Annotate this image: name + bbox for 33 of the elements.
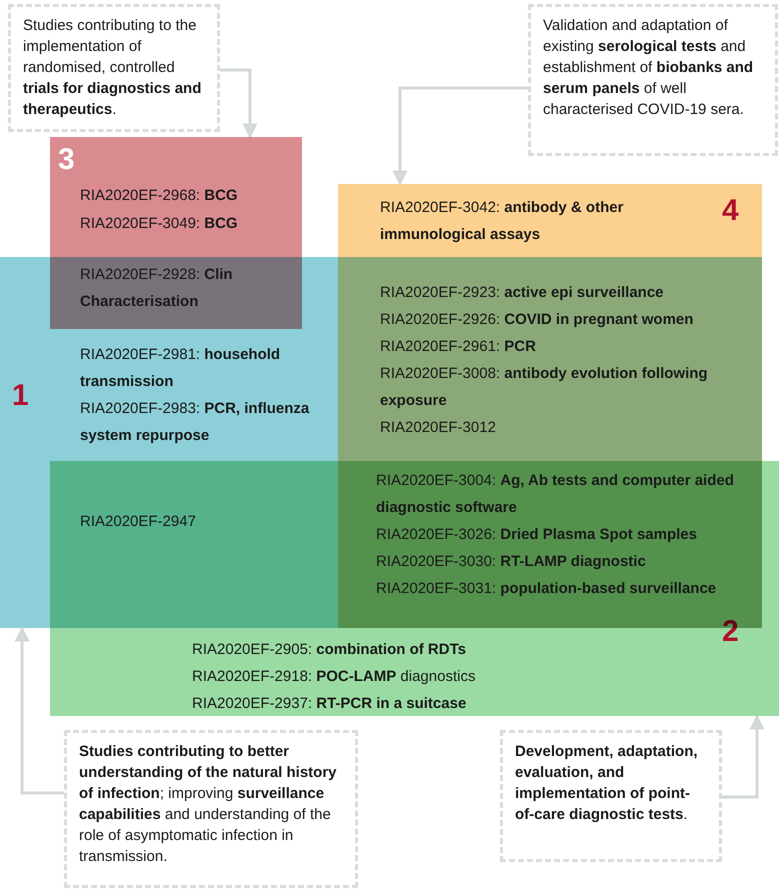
project-entry: RIA2020EF-2926: COVID in pregnant women [380,310,694,330]
project-entry: RIA2020EF-3026: Dried Plasma Spot samples [376,525,697,545]
project-entry: RIA2020EF-2983: PCR, influenza system repurpose [80,399,310,446]
project-entry: RIA2020EF-2981: household transmission [80,345,282,392]
project-entry: RIA2020EF-2918: POC-LAMP diagnostics [192,667,476,687]
project-entry: RIA2020EF-3008: antibody evolution following exposure [380,364,709,411]
project-entry: RIA2020EF-2928: Clin Characterisation [80,265,234,312]
project-entry: RIA2020EF-2961: PCR [380,337,536,357]
arrow [392,86,528,186]
project-entry: RIA2020EF-3004: Ag, Ab tests and computer aided diagnostic software [376,471,735,518]
arrow [220,68,258,138]
note-box: Studies contributing to the implementation of randomised, controlled trials for diagnostics and therapeutics. [8,4,220,132]
category-number: 3 [58,145,75,175]
category-number: 1 [12,381,29,411]
category-number: 4 [722,196,739,226]
arrow [722,714,764,798]
category-number: 2 [722,617,739,647]
project-entry: RIA2020EF-3031: population-based surveillance [376,579,716,599]
project-entry: RIA2020EF-3049: BCG [80,214,238,234]
project-entry: RIA2020EF-3042: antibody & other immunological assays [380,198,624,245]
category-area [50,137,302,329]
project-entry: RIA2020EF-2937: RT-PCR in a suitcase [192,694,466,714]
category-area [50,461,779,716]
project-entry: RIA2020EF-2905: combination of RDTs [192,640,466,660]
project-entry: RIA2020EF-2923: active epi surveillance [380,283,664,303]
project-entry: RIA2020EF-3030: RT-LAMP diagnostic [376,552,646,572]
note-box: Validation and adaptation of existing serological tests and establishment of biobanks and serum panels of well characterised COVID-19 sera. [528,4,778,156]
note-box: Studies contributing to better understanding of the natural history of infection; improving surveillance capabilities and understanding of the role of asymptomatic infection in transmission. [64,730,358,888]
note-box: Development, adaptation, evaluation, and implementation of point-of-care diagnostic tests. [500,730,722,862]
project-entry: RIA2020EF-3012 [380,418,496,438]
arrow [14,626,64,794]
project-entry: RIA2020EF-2968: BCG [80,186,238,206]
project-entry: RIA2020EF-2947 [80,512,196,532]
